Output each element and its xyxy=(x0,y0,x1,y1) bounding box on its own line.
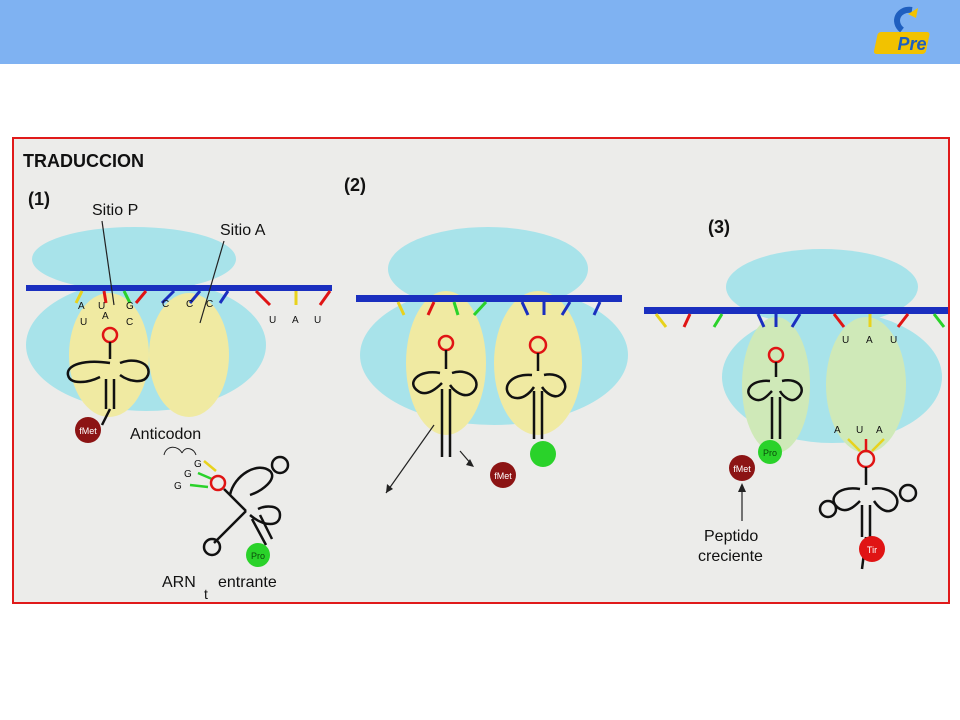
anticodon-step3-1: A xyxy=(834,425,841,436)
mrna-strand-3 xyxy=(644,307,948,314)
pro-residue-3 xyxy=(758,440,782,464)
incoming-anti-3: G xyxy=(174,481,182,492)
tir-residue xyxy=(859,536,885,562)
pro-label-3: Pro xyxy=(763,448,777,458)
trna-p-site-3 xyxy=(747,346,803,439)
step-2-label: (2) xyxy=(344,175,366,195)
logo-text: Pre xyxy=(897,34,926,54)
pro-residue-2 xyxy=(530,441,556,467)
step-1-label: (1) xyxy=(28,189,50,209)
anticodon-p-2: A xyxy=(102,311,109,322)
fmet-residue-2 xyxy=(490,462,516,488)
fmet-label-3: fMet xyxy=(733,464,751,474)
codon-a-2: C xyxy=(186,299,193,310)
pro-residue-1 xyxy=(246,543,270,567)
fmet-label-1: fMet xyxy=(79,426,97,436)
pro-label-1: Pro xyxy=(251,551,265,561)
anticodon-p-1: U xyxy=(80,317,87,328)
codon-step3-3: U xyxy=(890,335,897,346)
mrna-strand xyxy=(26,285,332,291)
trna-incoming-3 xyxy=(818,438,918,570)
figure-title: TRADUCCION xyxy=(23,151,144,171)
arnt-suffix: entrante xyxy=(218,574,277,591)
peptido-label-1: Peptido xyxy=(704,528,758,545)
trna-p-site-2 xyxy=(412,334,478,457)
codon-a-1: C xyxy=(162,299,169,310)
fmet-label-2: fMet xyxy=(494,471,512,481)
step-3-label: (3) xyxy=(708,217,730,237)
codon-next-1: U xyxy=(269,315,276,326)
codon-p-1: A xyxy=(78,301,85,312)
trna-incoming xyxy=(189,455,290,557)
a-site-3 xyxy=(826,317,906,453)
step-2-group: fMet xyxy=(356,227,628,494)
trna-p-site xyxy=(66,326,150,426)
codon-p-3: G xyxy=(126,301,134,312)
codon-step3-2: A xyxy=(866,335,873,346)
mrna-strand-2 xyxy=(356,295,622,302)
fmet-residue-3 xyxy=(729,455,755,481)
arnt-subscript: t xyxy=(204,586,208,602)
translation-figure: TRADUCCION (1) (2) (3) A xyxy=(12,137,950,604)
codon-step3-1: U xyxy=(842,335,849,346)
step-1-group: A U G U A C C C C U A U Sitio P Sitio A xyxy=(26,202,332,602)
step-3-group: U A U Pro fMet Peptido creciente A U A xyxy=(644,249,948,570)
slide-header-bar: Pre xyxy=(0,0,960,64)
sitio-a-label: Sitio A xyxy=(220,222,266,239)
codon-p-2: U xyxy=(98,301,105,312)
codon-a-3: C xyxy=(206,299,213,310)
ribosome-small-subunit xyxy=(32,227,236,291)
anticodon-label: Anticodon xyxy=(130,426,201,443)
fmet-residue-1 xyxy=(75,417,101,443)
sitio-p-label: Sitio P xyxy=(92,202,138,219)
a-site xyxy=(149,293,229,417)
tir-label: Tir xyxy=(867,545,877,555)
codon-next-3: U xyxy=(314,315,321,326)
p-site-3 xyxy=(742,317,810,453)
logo-pre-icon: Pre xyxy=(873,6,930,54)
anticodon-step3-3: A xyxy=(876,425,883,436)
trna-a-site-2 xyxy=(505,335,567,439)
incoming-anti-2: G xyxy=(184,469,192,480)
arnt-label: ARN xyxy=(162,574,196,591)
anticodon-p-3: C xyxy=(126,317,133,328)
anticodon-step3-2: U xyxy=(856,425,863,436)
incoming-anti-1: G xyxy=(194,459,202,470)
peptido-label-2: creciente xyxy=(698,548,763,565)
codon-next-2: A xyxy=(292,315,299,326)
ribosome-small-subunit-3 xyxy=(726,249,918,325)
codon-sticks xyxy=(74,289,332,307)
